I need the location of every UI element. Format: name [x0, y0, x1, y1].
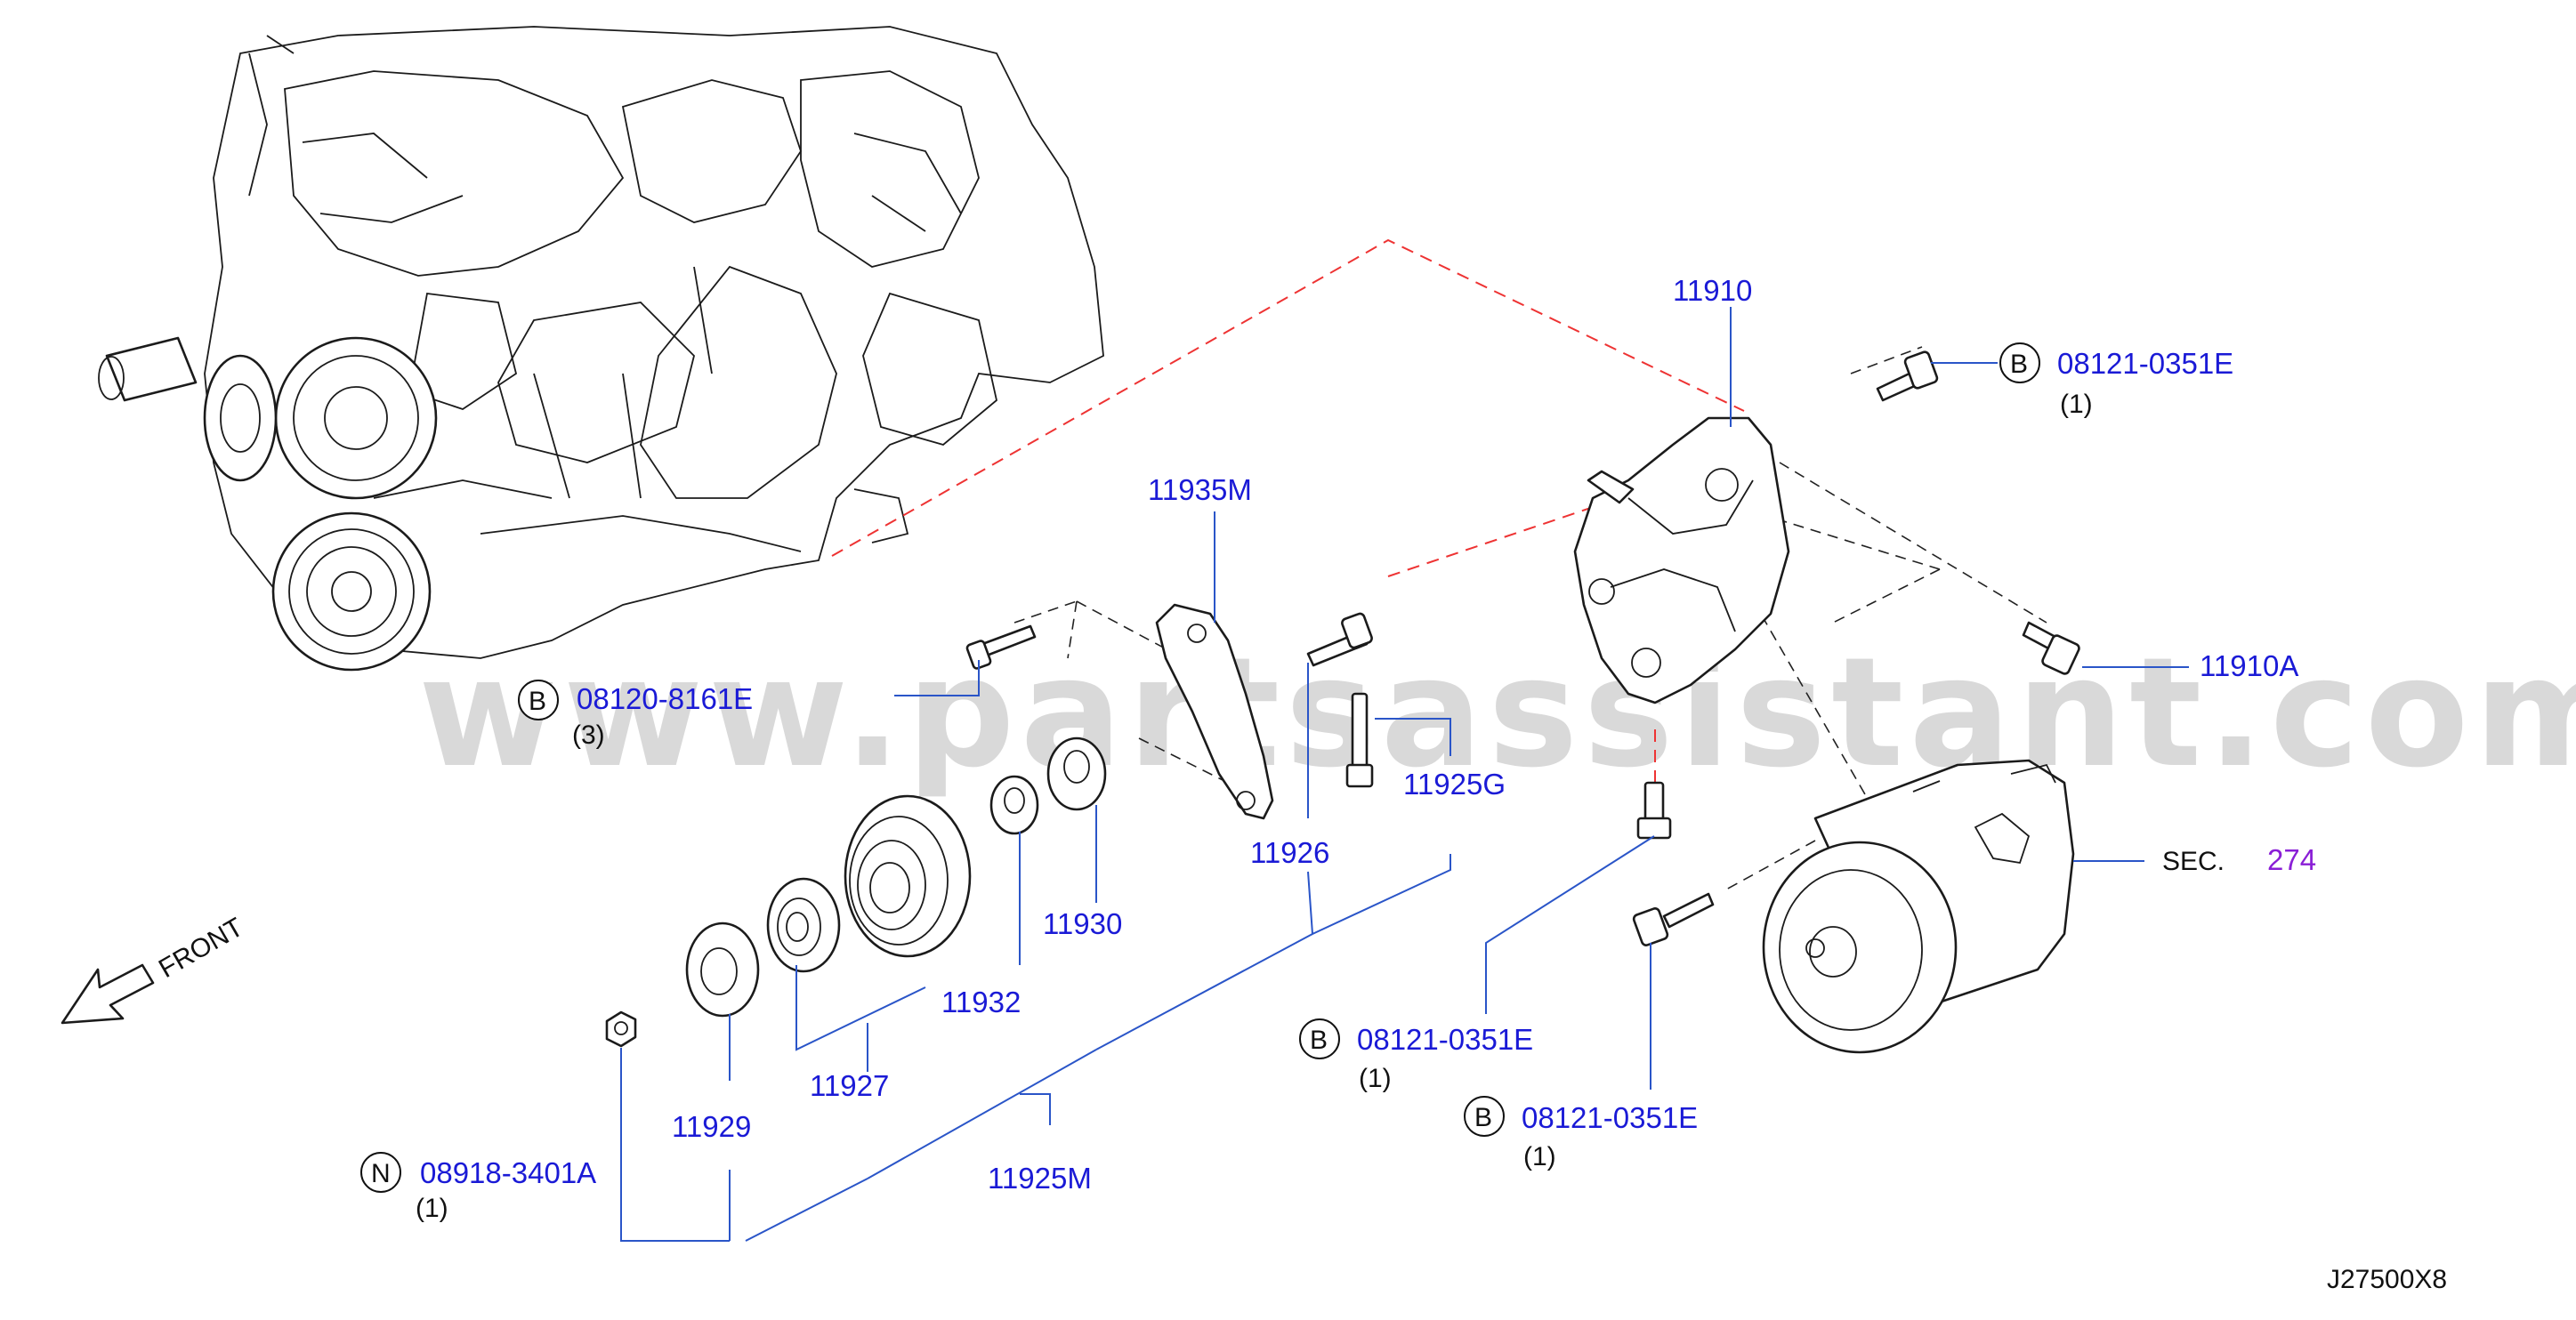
badge-b: B: [1474, 1103, 1492, 1132]
label-11925m: 11925M: [988, 1162, 1092, 1195]
sec-number-link[interactable]: 274: [2267, 843, 2316, 876]
label-11910a: 11910A: [2200, 649, 2298, 682]
label-08918-3401a: 08918-3401A: [420, 1156, 596, 1189]
label-11929: 11929: [672, 1110, 751, 1143]
label-11910: 11910: [1673, 274, 1752, 307]
badge-n: N: [371, 1159, 391, 1188]
badge-b-circle: [518, 680, 559, 720]
badge-b: B: [2010, 350, 2028, 379]
label-11935m: 11935M: [1148, 473, 1252, 506]
qty-mid: (1): [1359, 1064, 1392, 1093]
qty-low: (1): [1523, 1142, 1556, 1171]
bracket-11910: [1573, 416, 1790, 704]
watermark-text: www.partsassistant.com: [418, 625, 2576, 801]
bolts: [965, 350, 2080, 946]
label-08121-0351e-top: 08121-0351E: [2057, 347, 2233, 380]
label-11930: 11930: [1043, 907, 1122, 940]
engine-illustration: [98, 26, 1104, 672]
diagram-code: J27500X8: [2327, 1265, 2447, 1294]
idler-bracket-11935m: [1155, 603, 1274, 820]
label-11927: 11927: [810, 1069, 889, 1102]
badge-b-circle: [1999, 342, 2040, 383]
qty-nut: (1): [416, 1194, 448, 1223]
badge-b: B: [1310, 1026, 1328, 1055]
label-08121-0351e-low: 08121-0351E: [1522, 1101, 1698, 1134]
ac-compressor: [1762, 759, 2075, 1054]
badge-n-circle: [360, 1152, 401, 1193]
pulley-parts: [605, 736, 1107, 1048]
label-08121-0351e-mid: 08121-0351E: [1357, 1023, 1533, 1056]
badge-b-circle: [1464, 1096, 1505, 1137]
leader-lines: [620, 307, 2189, 1242]
label-11932: 11932: [941, 986, 1021, 1018]
sec-prefix: SEC.: [2162, 847, 2225, 876]
front-label: FRONT: [154, 913, 248, 984]
qty-top: (1): [2060, 390, 2093, 419]
part-labels: 11910 B 08121-0351E (1) 11910A SEC. 274 …: [360, 274, 2447, 1294]
qty-08120: (3): [572, 720, 605, 750]
label-11926: 11926: [1250, 836, 1329, 869]
mounting-reference-lines: [831, 238, 1745, 783]
label-11925g: 11925G: [1403, 768, 1506, 801]
badge-b-circle: [1299, 1018, 1340, 1059]
label-08120-8161e: 08120-8161E: [577, 682, 753, 715]
front-arrow: FRONT: [61, 913, 248, 1025]
badge-b: B: [529, 687, 546, 716]
